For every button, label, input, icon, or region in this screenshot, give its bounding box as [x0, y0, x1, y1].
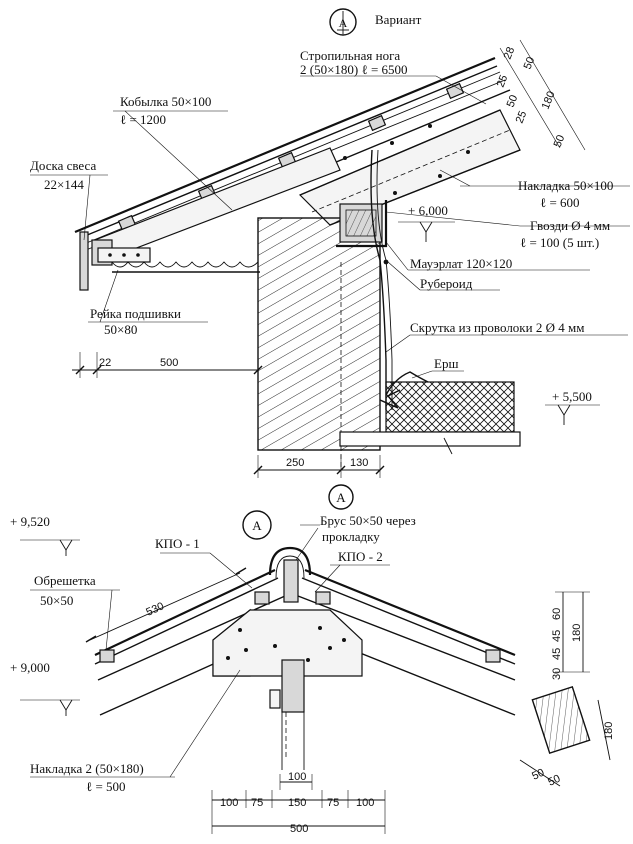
obreshetka-size: 50×50 — [40, 593, 73, 608]
dim-50-s2: 50 — [546, 773, 562, 789]
eaves-node-drawing: А Вариант — [30, 8, 630, 478]
soffit — [91, 239, 260, 273]
battens-ridge — [99, 591, 501, 663]
dim-60: 60 — [551, 608, 563, 620]
dim-180-section: 180 — [603, 722, 615, 740]
dim-500-top: 500 — [160, 357, 178, 369]
dim-75b: 75 — [327, 797, 339, 809]
section-marker-top: А — [329, 8, 357, 36]
doska-size: 22×144 — [44, 177, 84, 192]
level-mark-9520 — [20, 539, 80, 556]
ceiling-slab — [339, 371, 521, 455]
rafter-spec: 2 (50×180) ℓ = 6500 — [300, 62, 408, 77]
dim-75a: 75 — [251, 797, 263, 809]
level-mark-6000 — [398, 221, 455, 242]
nakladka-length: ℓ = 600 — [540, 195, 580, 210]
gvozdi-spec: ℓ = 100 (5 шт.) — [520, 235, 599, 250]
level-9000-text: + 9,000 — [10, 660, 50, 675]
dim-50a: 50 — [522, 55, 538, 71]
ridge-plates — [212, 608, 363, 770]
section-marker-ridge: А — [242, 510, 272, 540]
kobylka-length: ℓ = 1200 — [120, 112, 166, 127]
dim-45b: 45 — [551, 630, 563, 642]
skrutka-label: Скрутка из проволоки 2 Ø 4 мм — [410, 320, 584, 335]
brus-label: Брус 50×50 через — [320, 513, 416, 528]
rafter-label: Стропильная нога — [300, 48, 400, 63]
dim-22: 22 — [99, 357, 111, 369]
brus-label-2: прокладку — [322, 529, 380, 544]
kobylka-label: Кобылка 50×100 — [120, 94, 211, 109]
dim-180-top: 180 — [540, 90, 558, 112]
dim-150: 150 — [288, 797, 306, 809]
ridge-slopes — [94, 568, 516, 716]
section-letter-top: А — [339, 16, 348, 30]
wire-twist — [370, 149, 393, 410]
dimensions-top — [72, 39, 586, 478]
dim-50-s1: 50 — [530, 767, 546, 783]
dim-25a: 25 — [495, 73, 511, 89]
eave-board — [79, 231, 89, 291]
doska-label: Доска свеса — [30, 158, 96, 173]
dim-right-stack — [555, 591, 590, 673]
mauerlat-label: Мауэрлат 120×120 — [410, 256, 512, 271]
ridge-node-drawing: А А — [10, 484, 615, 835]
section-marker-middle: А — [328, 484, 354, 510]
leader-lines-bottom — [30, 524, 390, 778]
dim-530: 530 — [144, 600, 166, 618]
nakladka2-length: ℓ = 500 — [86, 779, 126, 794]
ruberoid-label: Рубероид — [420, 276, 473, 291]
dim-530-line — [85, 567, 247, 643]
dim-180-vertical: 180 — [571, 624, 583, 642]
dim-250: 250 — [286, 457, 304, 469]
ridge-cap — [268, 546, 312, 603]
leader-lines-top — [30, 75, 630, 379]
dim-100a: 100 — [220, 797, 238, 809]
dim-100-top: 100 — [288, 771, 306, 783]
nakladka-label: Накладка 50×100 — [518, 178, 613, 193]
reika-label: Рейка подшивки — [90, 306, 181, 321]
kpo1-label: КПО - 1 — [155, 536, 200, 551]
dim-500-bottom: 500 — [290, 823, 308, 835]
dim-100b: 100 — [356, 797, 374, 809]
section-letter-ridge: А — [252, 518, 262, 533]
obreshetka-label: Обрешетка — [34, 573, 96, 588]
dim-130: 130 — [350, 457, 368, 469]
mauerlat-node — [336, 200, 388, 248]
level-mark-9000 — [20, 699, 80, 716]
dim-45a: 45 — [551, 648, 563, 660]
level-6000-text: + 6,000 — [408, 203, 448, 218]
brick-wall — [257, 217, 381, 470]
section-letter-middle: А — [336, 490, 346, 505]
dimensions-bottom — [211, 774, 386, 834]
level-5500-text: + 5,500 — [552, 389, 592, 404]
battens-top — [117, 82, 465, 232]
reika-size: 50×80 — [104, 322, 137, 337]
gvozdi-label: Гвозди Ø 4 мм — [530, 218, 610, 233]
level-9520-text: + 9,520 — [10, 514, 50, 529]
dim-25b: 25 — [514, 109, 530, 125]
dim-30: 30 — [551, 668, 563, 680]
nakladka2-label: Накладка 2 (50×180) — [30, 761, 144, 776]
variant-label: Вариант — [375, 12, 422, 27]
dim-28: 28 — [502, 45, 518, 61]
section-block — [519, 685, 611, 787]
kpo2-label: КПО - 2 — [338, 549, 383, 564]
dim-50c: 50 — [552, 133, 568, 149]
dim-50b: 50 — [505, 93, 521, 109]
yorsh-label: Ерш — [434, 356, 458, 371]
level-mark-5500 — [545, 404, 600, 425]
